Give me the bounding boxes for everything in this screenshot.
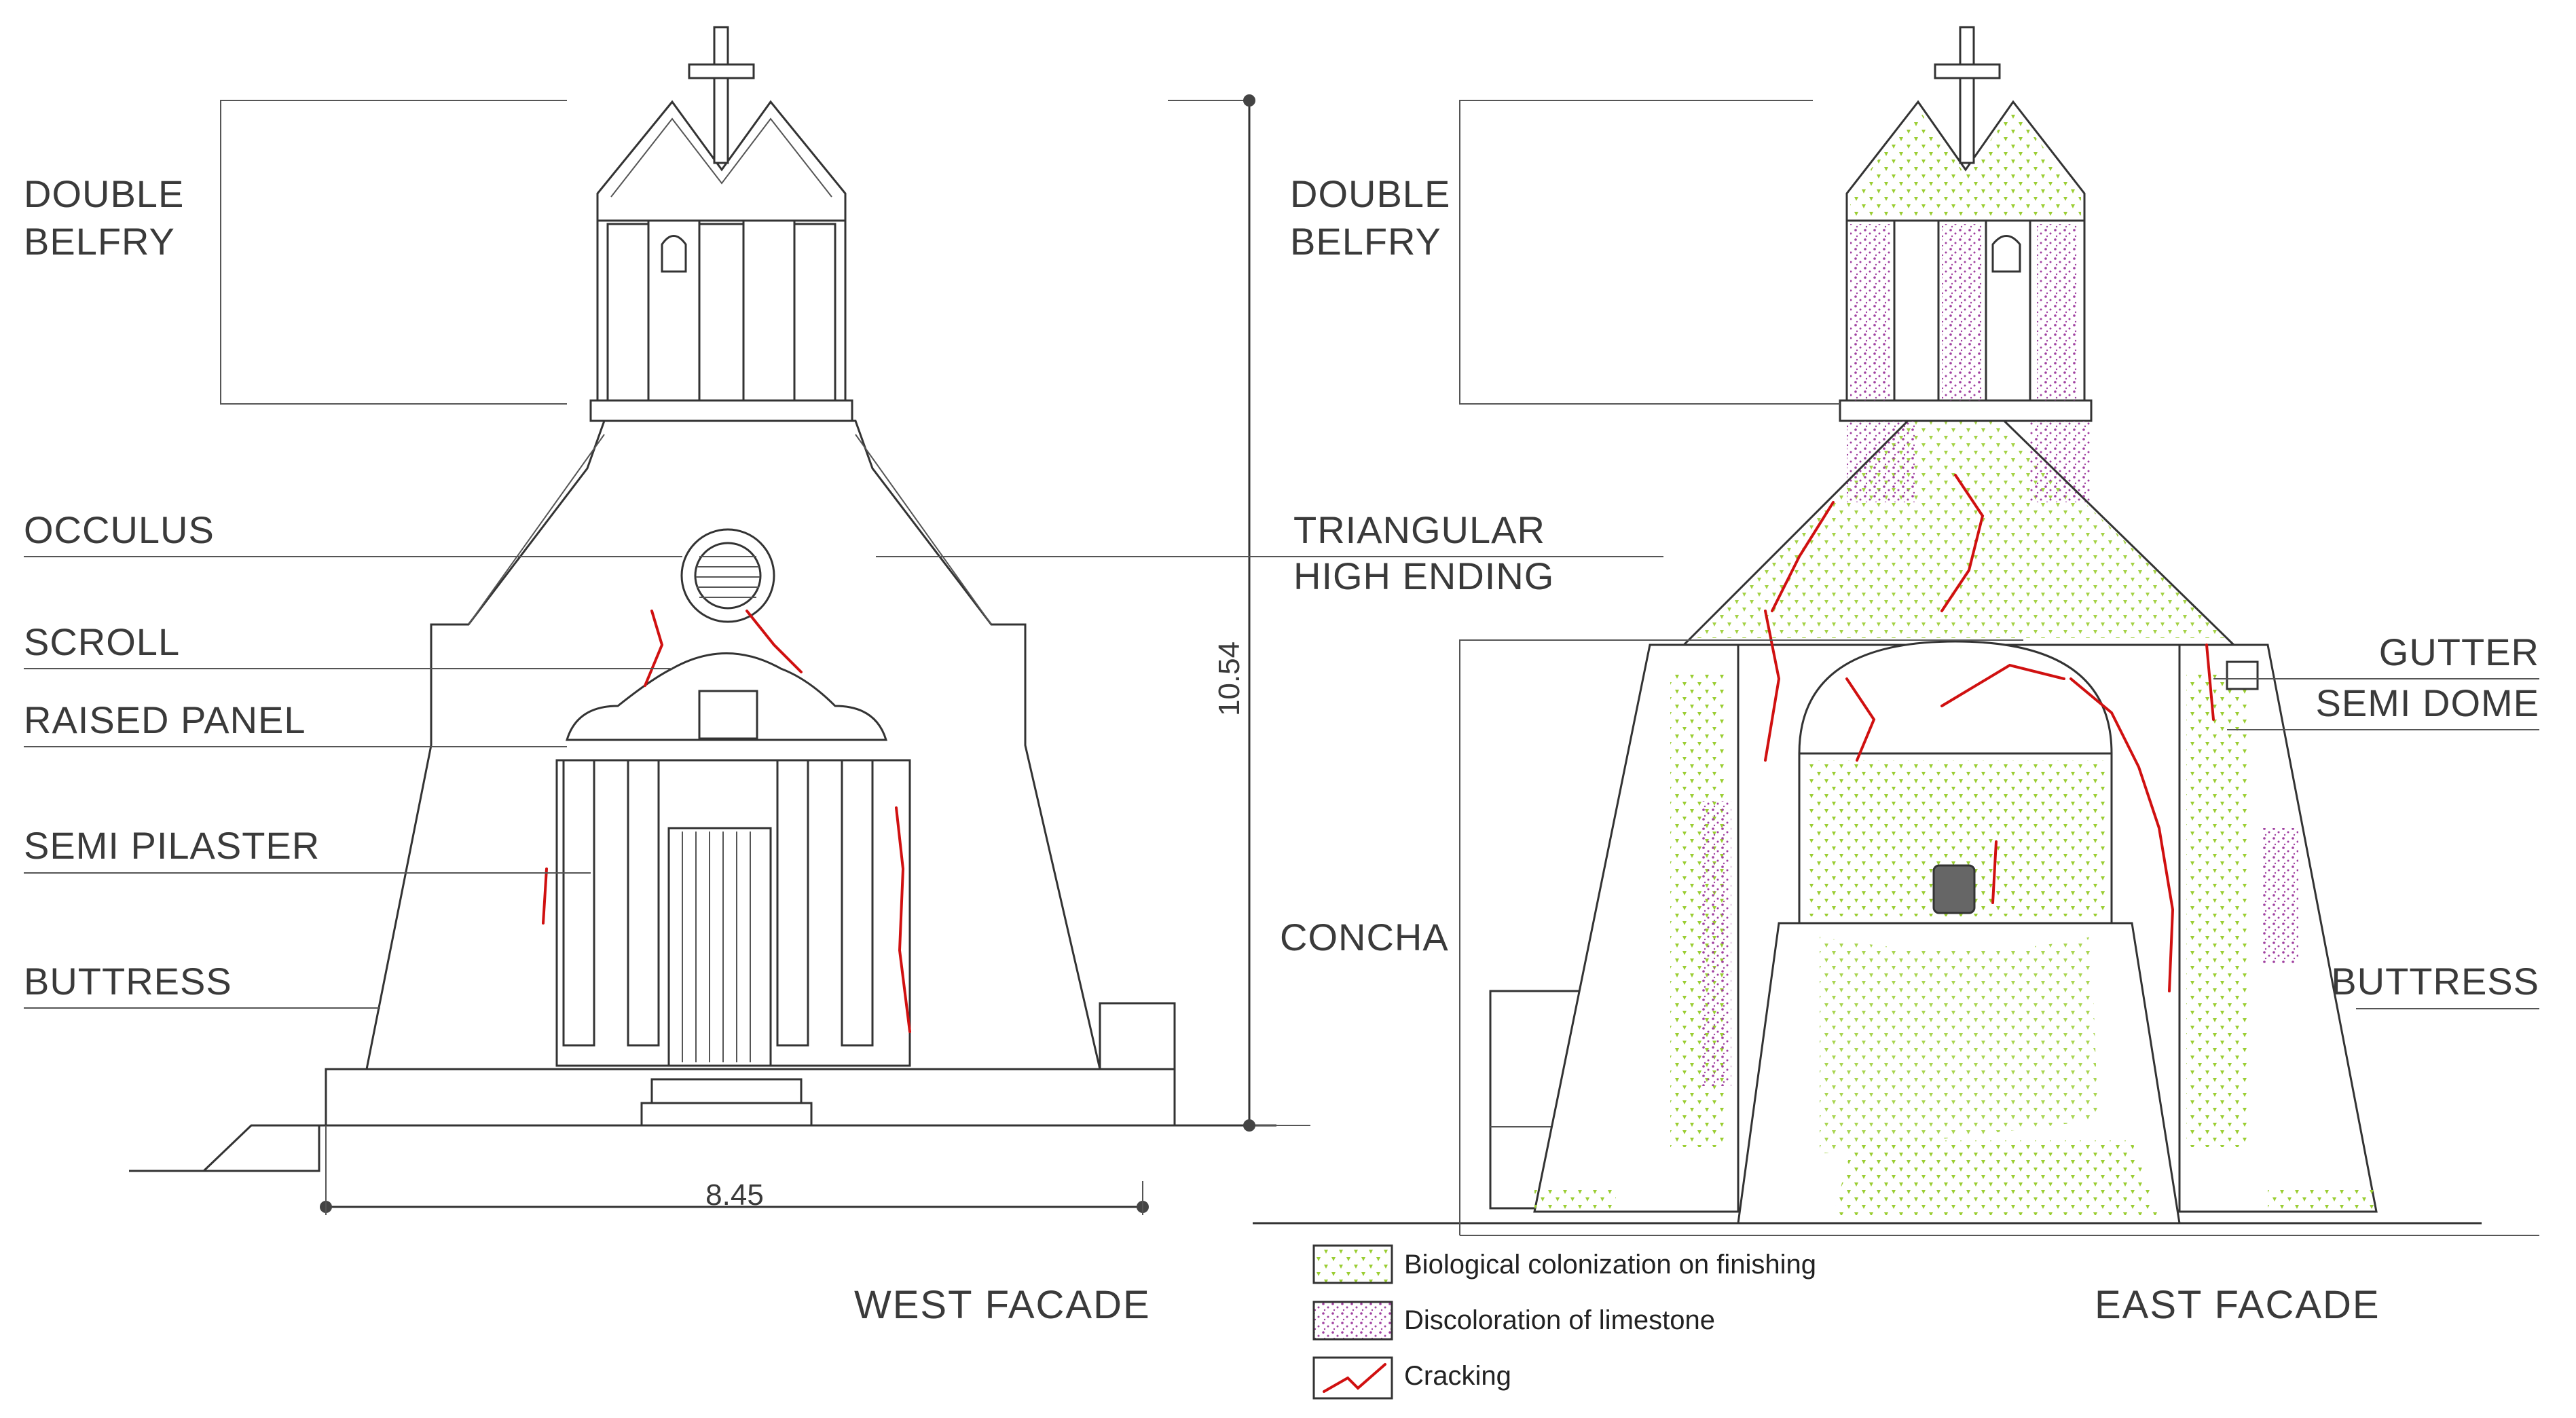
label-buttress: BUTTRESS — [24, 960, 232, 1003]
height-dimension: 10.54 — [1168, 94, 1310, 1132]
label-raised-panel: RAISED PANEL — [24, 698, 306, 741]
legend-label-biological: Biological colonization on finishing — [1404, 1250, 1816, 1280]
label-semi-pilaster: SEMI PILASTER — [24, 824, 320, 867]
label-occulus: OCCULUS — [24, 508, 215, 551]
east-facade-title: EAST FACADE — [2095, 1283, 2380, 1327]
raised-panel — [698, 690, 758, 740]
legend-item-cracking: Cracking — [1312, 1356, 1511, 1400]
west-facade-title: WEST FACADE — [854, 1283, 1151, 1327]
label-gutter: GUTTER — [2379, 631, 2539, 673]
label-triangular: TRIANGULAR — [1293, 508, 1545, 551]
label-double-east: DOUBLE — [1290, 172, 1450, 215]
label-scroll: SCROLL — [24, 620, 180, 663]
west-belfry — [589, 26, 853, 422]
legend-item-discoloration: Discoloration of limestone — [1312, 1301, 1715, 1341]
label-semi-dome: SEMI DOME — [2316, 682, 2539, 724]
label-belfry: BELFRY — [24, 220, 175, 263]
west-width-dimension: 8.45 — [705, 1178, 764, 1212]
east-facade: DOUBLE BELFRY CONCHA GUTTER SEMI DOME BU… — [1253, 26, 2539, 1327]
label-concha: CONCHA — [1280, 916, 1449, 958]
legend-label-discoloration: Discoloration of limestone — [1404, 1305, 1715, 1335]
west-door — [667, 827, 772, 1067]
label-belfry-east: BELFRY — [1290, 220, 1441, 263]
label-double: DOUBLE — [24, 172, 184, 215]
label-buttress-east: BUTTRESS — [2331, 960, 2539, 1003]
legend-item-biological: Biological colonization on finishing — [1312, 1244, 1816, 1284]
label-high-ending: HIGH ENDING — [1293, 555, 1554, 597]
east-belfry — [1839, 26, 2093, 502]
height-dimension-value: 10.54 — [1213, 641, 1246, 716]
west-facade: 8.45 DOUBLE BELFRY OCCULUS SCROLL RAISED… — [24, 26, 1276, 1327]
legend: Biological colonization on finishing Dis… — [1312, 1244, 1816, 1400]
legend-label-cracking: Cracking — [1404, 1361, 1511, 1391]
